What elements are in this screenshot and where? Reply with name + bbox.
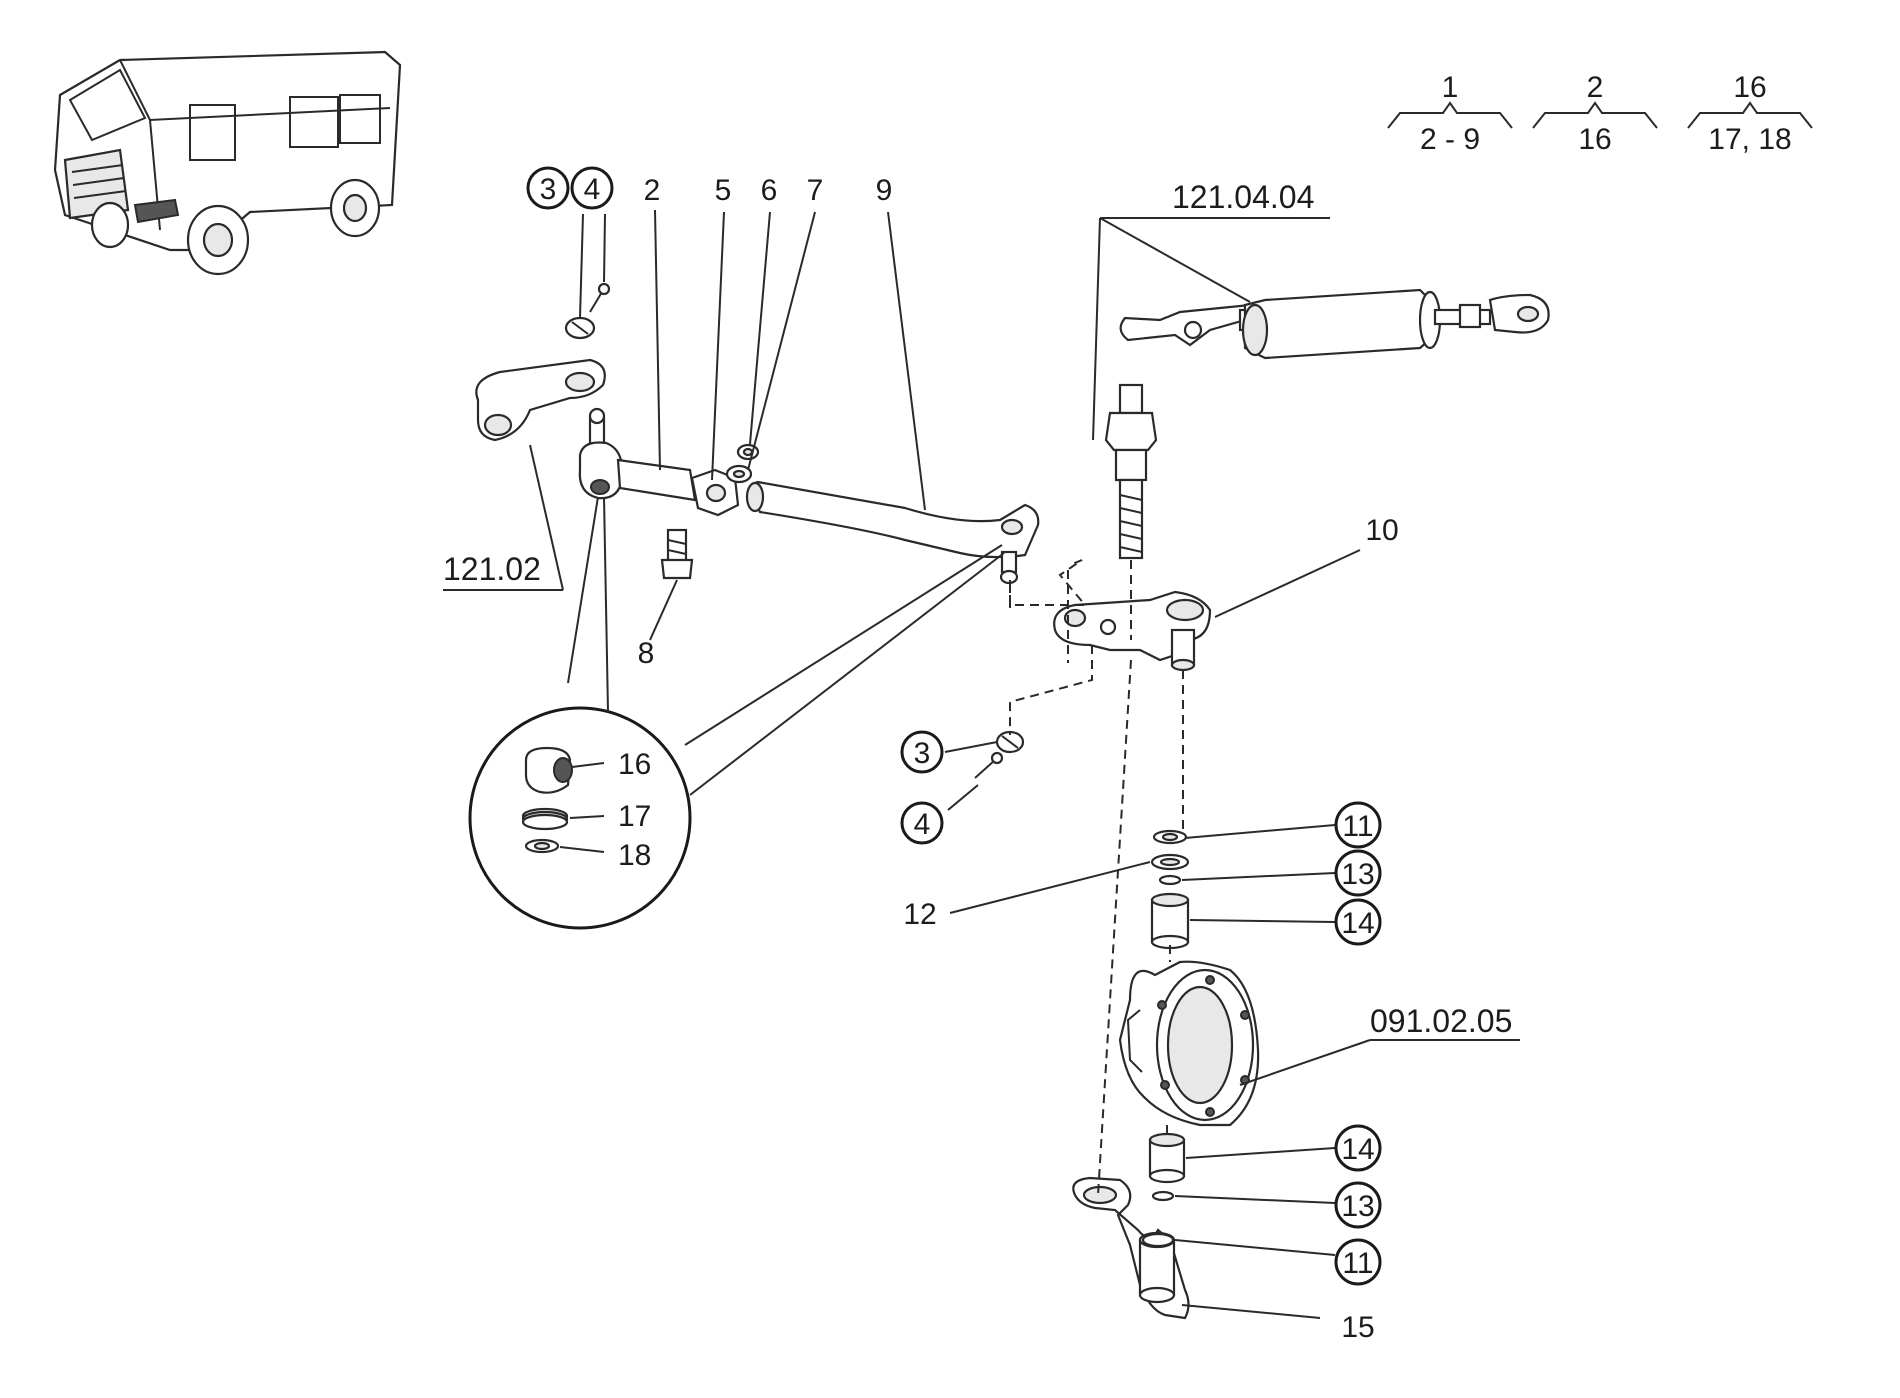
sector-shaft — [1104, 383, 1158, 560]
label-11-upper: 11 — [1342, 810, 1373, 843]
circle-4-mid — [900, 801, 944, 845]
label-16: 16 — [618, 748, 651, 781]
label-17: 17 — [618, 800, 651, 833]
label-2: 2 — [644, 174, 661, 207]
circle-3-mid — [900, 730, 944, 774]
inset-connector-a — [567, 496, 599, 684]
legend-group-2: 2 16 — [1532, 71, 1658, 156]
label-3-mid: 3 — [914, 737, 931, 770]
steering-damper — [1119, 288, 1550, 360]
inset-connector-d — [689, 552, 1005, 796]
detail-inset: 16 17 18 — [468, 706, 692, 930]
castle-nut-top — [564, 316, 596, 340]
circle-3-top — [526, 166, 570, 210]
steering-arm — [1053, 590, 1212, 672]
oring-13-upper — [1158, 874, 1182, 886]
circle-11-lower — [1334, 1238, 1382, 1286]
seat-18 — [524, 838, 560, 854]
leader-121-02 — [529, 444, 564, 591]
circle-13-upper — [1334, 849, 1382, 897]
legend-top-2: 2 — [1587, 71, 1604, 104]
ref-121-04-04: 121.04.04 — [1172, 179, 1314, 215]
circle-14-upper — [1334, 898, 1382, 946]
ref-091-02-05: 091.02.05 — [1370, 1003, 1512, 1039]
label-13-lower: 13 — [1341, 1190, 1374, 1223]
circle-13-lower — [1334, 1181, 1382, 1229]
dash-main-axis — [1097, 659, 1132, 1196]
label-15: 15 — [1341, 1311, 1374, 1344]
label-4-mid: 4 — [914, 808, 931, 841]
clamp-nut-5 — [690, 468, 740, 517]
circle-14-lower — [1334, 1124, 1382, 1172]
bolt-8 — [660, 528, 694, 580]
circle-4-top — [570, 166, 614, 210]
vehicle-thumbnail — [53, 50, 402, 276]
washer-12 — [1150, 853, 1190, 871]
spring-17 — [521, 807, 569, 831]
label-8: 8 — [638, 637, 655, 670]
legend-group-1: 1 2 - 9 — [1387, 71, 1513, 156]
legend-top-1: 1 — [1442, 71, 1459, 104]
legend-bottom-1: 2 - 9 — [1420, 123, 1480, 156]
label-14-lower: 14 — [1341, 1133, 1374, 1166]
bushing-14-lower — [1148, 1132, 1186, 1184]
inset-connector-b — [603, 496, 609, 713]
label-9: 9 — [876, 174, 893, 207]
label-3-top: 3 — [540, 173, 557, 206]
hierarchy-legend: 1 2 - 9 2 16 16 17, 18 — [1387, 71, 1813, 156]
washer-11-lower — [1141, 1232, 1175, 1248]
legend-group-3: 16 17, 18 — [1687, 71, 1813, 156]
circle-11-upper — [1334, 801, 1382, 849]
label-13-upper: 13 — [1341, 858, 1374, 891]
legend-bottom-2: 16 — [1578, 123, 1611, 156]
label-5: 5 — [715, 174, 732, 207]
label-4-top: 4 — [584, 173, 601, 206]
ref-121-02: 121.02 — [443, 551, 541, 587]
steering-housing — [1118, 960, 1260, 1127]
ball-cup-16 — [524, 746, 573, 794]
cotter-pin-mid — [974, 751, 1004, 779]
tie-rod-end — [578, 407, 697, 502]
label-12: 12 — [903, 898, 936, 931]
dash-path-nut — [1009, 645, 1093, 735]
bushing-14-upper — [1150, 892, 1190, 950]
legend-bottom-3: 17, 18 — [1708, 123, 1791, 156]
label-7: 7 — [807, 174, 824, 207]
legend-top-3: 16 — [1733, 71, 1766, 104]
pitman-arm — [475, 358, 606, 442]
oring-13-lower — [1151, 1190, 1175, 1202]
inset-connector-c — [684, 544, 1003, 746]
washer-11-upper — [1152, 829, 1188, 845]
nut-7 — [725, 464, 753, 484]
label-11-lower: 11 — [1342, 1247, 1373, 1280]
washer-6 — [736, 443, 760, 461]
label-10: 10 — [1365, 514, 1398, 547]
cotter-pin-top — [589, 282, 611, 313]
label-18: 18 — [618, 839, 651, 872]
dash-path-link — [1009, 559, 1088, 606]
lower-arm — [1072, 1176, 1190, 1320]
drag-link — [745, 480, 1040, 585]
label-6: 6 — [761, 174, 778, 207]
label-14-upper: 14 — [1341, 907, 1374, 940]
